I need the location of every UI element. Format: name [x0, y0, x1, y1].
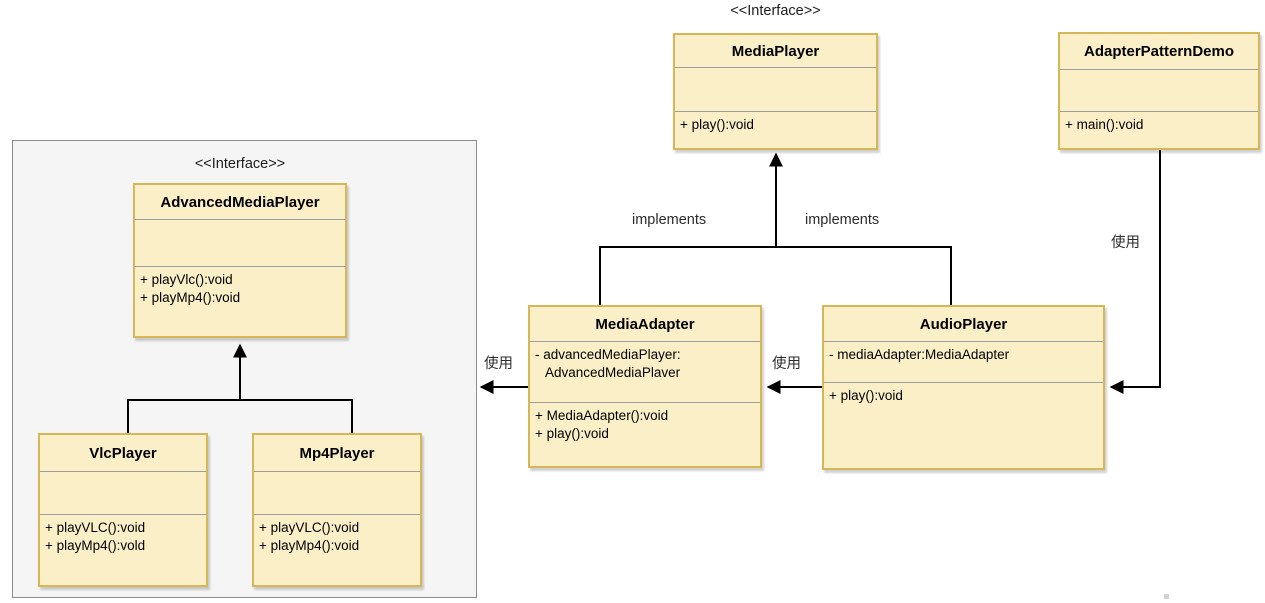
class-title: Mp4Player	[254, 435, 420, 472]
edge-label-use-right: 使用	[1111, 235, 1140, 251]
class-adapter-pattern-demo[interactable]: AdapterPatternDemo + main():void	[1058, 32, 1260, 150]
class-mp4-player[interactable]: Mp4Player + playVLC():void + playMp4():v…	[252, 433, 422, 587]
edge-label-use-left: 使用	[484, 356, 513, 372]
class-methods: + play():void	[675, 112, 876, 148]
class-title: AdvancedMediaPlayer	[135, 185, 345, 220]
class-methods: + playVLC():void + playMp4():void	[254, 515, 420, 585]
class-media-adapter[interactable]: MediaAdapter - advancedMediaPlayer: Adva…	[528, 305, 762, 468]
class-title: MediaPlayer	[675, 35, 876, 68]
class-title: MediaAdapter	[530, 307, 760, 342]
method-line: + playVLC():void	[45, 520, 146, 535]
method-line: + main():void	[1065, 117, 1144, 132]
class-methods: + playVlc():void + playMp4():void	[135, 267, 345, 336]
method-line: + play():void	[829, 388, 903, 403]
stray-dot	[1164, 594, 1169, 599]
class-title: VlcPlayer	[40, 435, 206, 472]
implements-connector-frame	[599, 246, 952, 305]
class-advanced-media-player[interactable]: AdvancedMediaPlayer + playVlc():void + p…	[133, 183, 347, 338]
class-attributes: - mediaAdapter:MediaAdapter	[824, 342, 1103, 383]
method-line: + play():void	[680, 117, 754, 132]
class-methods: + main():void	[1060, 112, 1258, 148]
edge-label-implements-right: implements	[805, 212, 880, 228]
class-attributes	[254, 472, 420, 515]
class-audio-player[interactable]: AudioPlayer - mediaAdapter:MediaAdapter …	[822, 305, 1105, 470]
method-line: + playMp4():void	[140, 289, 241, 305]
method-line: + playMp4():vold	[45, 537, 146, 553]
class-attributes	[135, 220, 345, 267]
class-title: AdapterPatternDemo	[1060, 34, 1258, 70]
edge-label-implements-left: implements	[632, 212, 707, 228]
method-line: + playVlc():void	[140, 272, 233, 287]
attribute-line: - advancedMediaPlayer:	[535, 347, 681, 362]
attribute-line: AdvancedMediaPlaver	[545, 364, 681, 380]
class-media-player[interactable]: MediaPlayer + play():void	[673, 33, 878, 150]
edge-label-use-middle: 使用	[772, 356, 801, 372]
inheritance-connector-frame	[127, 399, 353, 433]
stereotype-label-mediaplayer: <<Interface>>	[730, 3, 821, 19]
stereotype-label-advancedmediaplayer: <<Interface>>	[194, 156, 286, 172]
use-arrow-demo-to-audioplayer	[1109, 150, 1161, 394]
class-attributes	[675, 68, 876, 112]
class-attributes	[1060, 70, 1258, 112]
class-methods: + play():void	[824, 383, 1103, 468]
class-title: AudioPlayer	[824, 307, 1103, 342]
method-line: + playVLC():void	[259, 520, 360, 535]
attribute-line: - mediaAdapter:MediaAdapter	[829, 347, 1010, 362]
class-attributes: - advancedMediaPlayer: AdvancedMediaPlav…	[530, 342, 760, 403]
method-line: + playMp4():void	[259, 537, 360, 553]
class-attributes	[40, 472, 206, 515]
class-methods: + MediaAdapter():void + play():void	[530, 403, 760, 466]
method-line: + MediaAdapter():void	[535, 408, 669, 423]
class-methods: + playVLC():void + playMp4():vold	[40, 515, 206, 585]
method-line: + play():void	[535, 425, 609, 441]
class-vlc-player[interactable]: VlcPlayer + playVLC():void + playMp4():v…	[38, 433, 208, 587]
